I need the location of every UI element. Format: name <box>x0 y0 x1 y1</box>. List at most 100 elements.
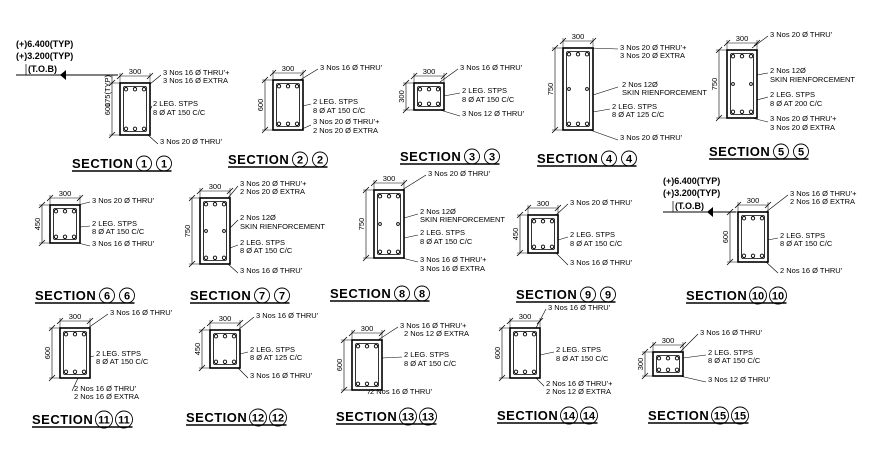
section-number: 1 <box>141 159 147 171</box>
level-tag: (+)6.400(TYP)(+)3.200(TYP)(T.O.B)175(TYP… <box>16 39 118 107</box>
beam-outline <box>209 329 241 369</box>
section-title: SECTION <box>709 144 770 159</box>
section-number: 2 <box>297 155 303 167</box>
depth-dimension: 600 <box>493 347 502 360</box>
skin-rebar <box>749 82 753 86</box>
leader-line <box>147 134 159 145</box>
rebar-label: 3 Nos 20 Ø THRU' <box>160 137 223 146</box>
depth-dimension: 600 <box>43 347 52 360</box>
rebar-label: 3 Nos 16 Ø THRU' <box>92 239 155 248</box>
width-dimension: 300 <box>129 67 142 76</box>
leader-line <box>682 354 707 359</box>
beam-outline <box>652 351 684 377</box>
rebar-label: SKIN RIENFORCEMENT <box>240 222 325 231</box>
rebar-label: 2 Nos 12Ø <box>240 213 276 222</box>
bottom-rebar <box>81 369 87 374</box>
leader-line <box>237 367 249 379</box>
rebar-label: 3 Nos 20 Ø EXTRA <box>770 123 835 132</box>
section-number: 6 <box>104 291 110 303</box>
bottom-rebar <box>531 244 537 249</box>
leader-line <box>79 225 91 228</box>
bottom-rebar <box>386 249 392 254</box>
rebar-label: 8 Ø AT 150 C/C <box>570 239 623 248</box>
leader-line <box>149 74 162 85</box>
bottom-rebar <box>141 126 147 131</box>
width-dimension: 300 <box>572 32 585 41</box>
section-title: SECTION <box>35 288 96 303</box>
section-title: SECTION <box>32 412 93 427</box>
level-arrow <box>707 207 713 217</box>
beam-outline <box>737 211 769 263</box>
top-rebar <box>566 52 572 57</box>
bottom-rebar <box>759 253 765 258</box>
rebar-label: SKIN RIENFORCEMENT <box>420 215 505 224</box>
bottom-rebar <box>285 121 291 126</box>
leader-line <box>227 185 239 199</box>
rebar-label: 3 Nos 20 Ø THRU'+ <box>313 117 380 126</box>
rebar-label: 2 Nos 20 Ø EXTRA <box>240 187 305 196</box>
stirrup <box>730 53 754 115</box>
leader-line <box>756 72 769 76</box>
level-tob: (T.O.B) <box>28 64 57 74</box>
rebar-label: 2 Nos 20 Ø EXTRA <box>313 126 378 135</box>
extra-dimension: 175(TYP) <box>103 74 112 107</box>
leader-line <box>229 244 239 249</box>
rebar-label: 2 Nos 16 Ø THRU' <box>370 387 433 396</box>
top-rebar <box>395 194 401 199</box>
leader-line <box>87 313 109 329</box>
width-dimension: 300 <box>537 199 550 208</box>
top-rebar <box>739 54 745 59</box>
stirrup <box>355 343 379 387</box>
rebar-label: 3 Nos 20 Ø THRU' <box>620 133 683 142</box>
section-title: SECTION <box>330 286 391 301</box>
rebar-label: 8 Ø AT 150 C/C <box>404 359 457 368</box>
rebar-label: 3 Nos 16 Ø THRU' <box>460 63 523 72</box>
bottom-rebar <box>212 255 218 260</box>
bottom-rebar <box>750 253 756 258</box>
rebar-label: 2 LEG. STPS <box>462 86 507 95</box>
bottom-rebar <box>566 121 572 126</box>
stirrup <box>566 51 590 127</box>
rebar-label: 3 Nos 20 Ø THRU' <box>770 30 833 39</box>
top-rebar <box>513 332 519 337</box>
section-number-circle <box>115 410 133 429</box>
section-number: 15 <box>734 411 746 423</box>
section-number: 8 <box>419 289 425 301</box>
depth-dimension: 450 <box>33 218 42 231</box>
section-title: SECTION <box>190 288 251 303</box>
bottom-rebar <box>426 101 432 106</box>
rebar-label: 2 LEG. STPS <box>770 90 815 99</box>
bottom-rebar <box>62 234 68 239</box>
rebar-label: 3 Nos 20 Ø THRU'+ <box>770 114 837 123</box>
bottom-rebar <box>417 101 423 106</box>
top-rebar <box>71 209 77 214</box>
leader-line <box>439 68 459 83</box>
beam-outline <box>49 204 81 244</box>
rebar-label: 3 Nos 16 Ø THRU' <box>256 311 319 320</box>
leader-line <box>299 68 319 81</box>
top-rebar <box>584 52 590 57</box>
top-rebar <box>540 219 546 224</box>
top-rebar <box>435 87 441 92</box>
section-number: 14 <box>563 411 576 423</box>
rebar-label: 2 LEG. STPS <box>570 230 615 239</box>
top-rebar <box>386 194 392 199</box>
rebar-label: 2 Nos 12Ø <box>770 66 806 75</box>
leader-line <box>592 108 611 113</box>
section-number: 3 <box>469 152 475 164</box>
stirrup <box>656 355 680 373</box>
top-rebar <box>221 202 227 207</box>
skin-rebar <box>585 87 589 91</box>
section-number-circle <box>399 407 417 426</box>
top-rebar <box>213 334 219 339</box>
bottom-rebar <box>522 369 528 374</box>
top-rebar <box>203 202 209 207</box>
bottom-rebar <box>674 367 680 372</box>
depth-dimension: 450 <box>193 343 202 356</box>
rebar-label: 2 Nos 12 Ø EXTRA <box>404 329 469 338</box>
